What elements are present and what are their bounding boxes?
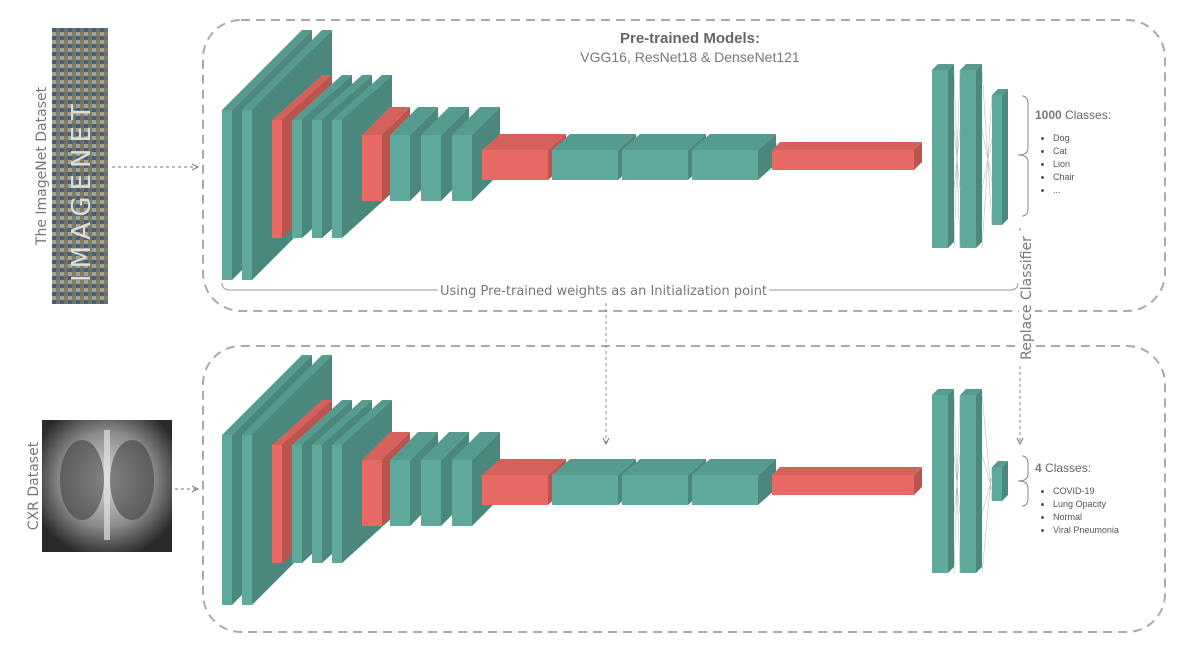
source-classes-brace: [1017, 95, 1029, 217]
fc-layer: [932, 64, 954, 248]
imagenet-image: IMAGENET: [52, 28, 108, 304]
fc-connection: [981, 129, 993, 182]
source-class-count: 1000: [1035, 108, 1062, 122]
fc-layer: [960, 64, 982, 248]
class-item: Lung Opacity: [1053, 498, 1119, 511]
conv-layer: [622, 459, 706, 505]
cxr-image: [42, 420, 172, 552]
classifier-layer: [992, 89, 1008, 225]
target-class-suffix: Classes:: [1041, 461, 1092, 475]
replace-classifier-label: Replace Classifier: [1018, 233, 1035, 363]
imagenet-dataset-label: The ImageNet Dataset: [34, 86, 51, 246]
source-class-list: DogCatLionChair...: [1035, 132, 1111, 197]
fc-connection: [981, 138, 993, 189]
fc-connection: [981, 94, 993, 249]
target-class-list: COVID-19Lung OpacityNormalViral Pneumoni…: [1035, 485, 1119, 537]
class-item: Dog: [1053, 132, 1111, 145]
models-title: Pre-trained Models: VGG16, ResNet18 & De…: [480, 30, 900, 65]
pool-layer: [772, 142, 922, 170]
class-item: Viral Pneumonia: [1053, 524, 1119, 537]
class-item: Cat: [1053, 145, 1111, 158]
pretrain-caption: Using Pre-trained weights as an Initiali…: [438, 284, 770, 299]
fc-connection: [981, 69, 993, 226]
conv-layer: [622, 134, 706, 180]
class-item: ...: [1053, 184, 1111, 197]
target-classes-brace: [1017, 455, 1029, 507]
models-title-bold: Pre-trained Models:: [619, 30, 761, 47]
fc-connection: [981, 466, 993, 574]
class-item: Lion: [1053, 158, 1111, 171]
imagenet-logo-text: IMAGENET: [67, 98, 97, 282]
fc-layer: [960, 389, 982, 573]
models-subtitle: VGG16, ResNet18 & DenseNet121: [580, 49, 800, 65]
finetune-network: [222, 355, 1008, 605]
finetune-panel: [202, 345, 1166, 633]
cxr-dataset-label: CXR Dataset: [26, 441, 43, 531]
target-class-count: 4: [1035, 461, 1042, 475]
conv-layer: [692, 459, 776, 505]
classifier-layer: [992, 461, 1008, 501]
fc-connection: [953, 394, 961, 574]
source-class-suffix: Classes:: [1061, 108, 1112, 122]
pool-layer: [772, 467, 922, 495]
source-classes: 1000 Classes: DogCatLionChair...: [1035, 108, 1111, 197]
class-item: Chair: [1053, 171, 1111, 184]
pretrained-network: [222, 30, 1008, 280]
fc-connection: [953, 69, 961, 249]
target-classes: 4 Classes: COVID-19Lung OpacityNormalVir…: [1035, 461, 1119, 537]
conv-layer: [692, 134, 776, 180]
class-item: COVID-19: [1053, 485, 1119, 498]
fc-layer: [932, 389, 954, 573]
pretrained-panel: [202, 19, 1166, 312]
class-item: Normal: [1053, 511, 1119, 524]
